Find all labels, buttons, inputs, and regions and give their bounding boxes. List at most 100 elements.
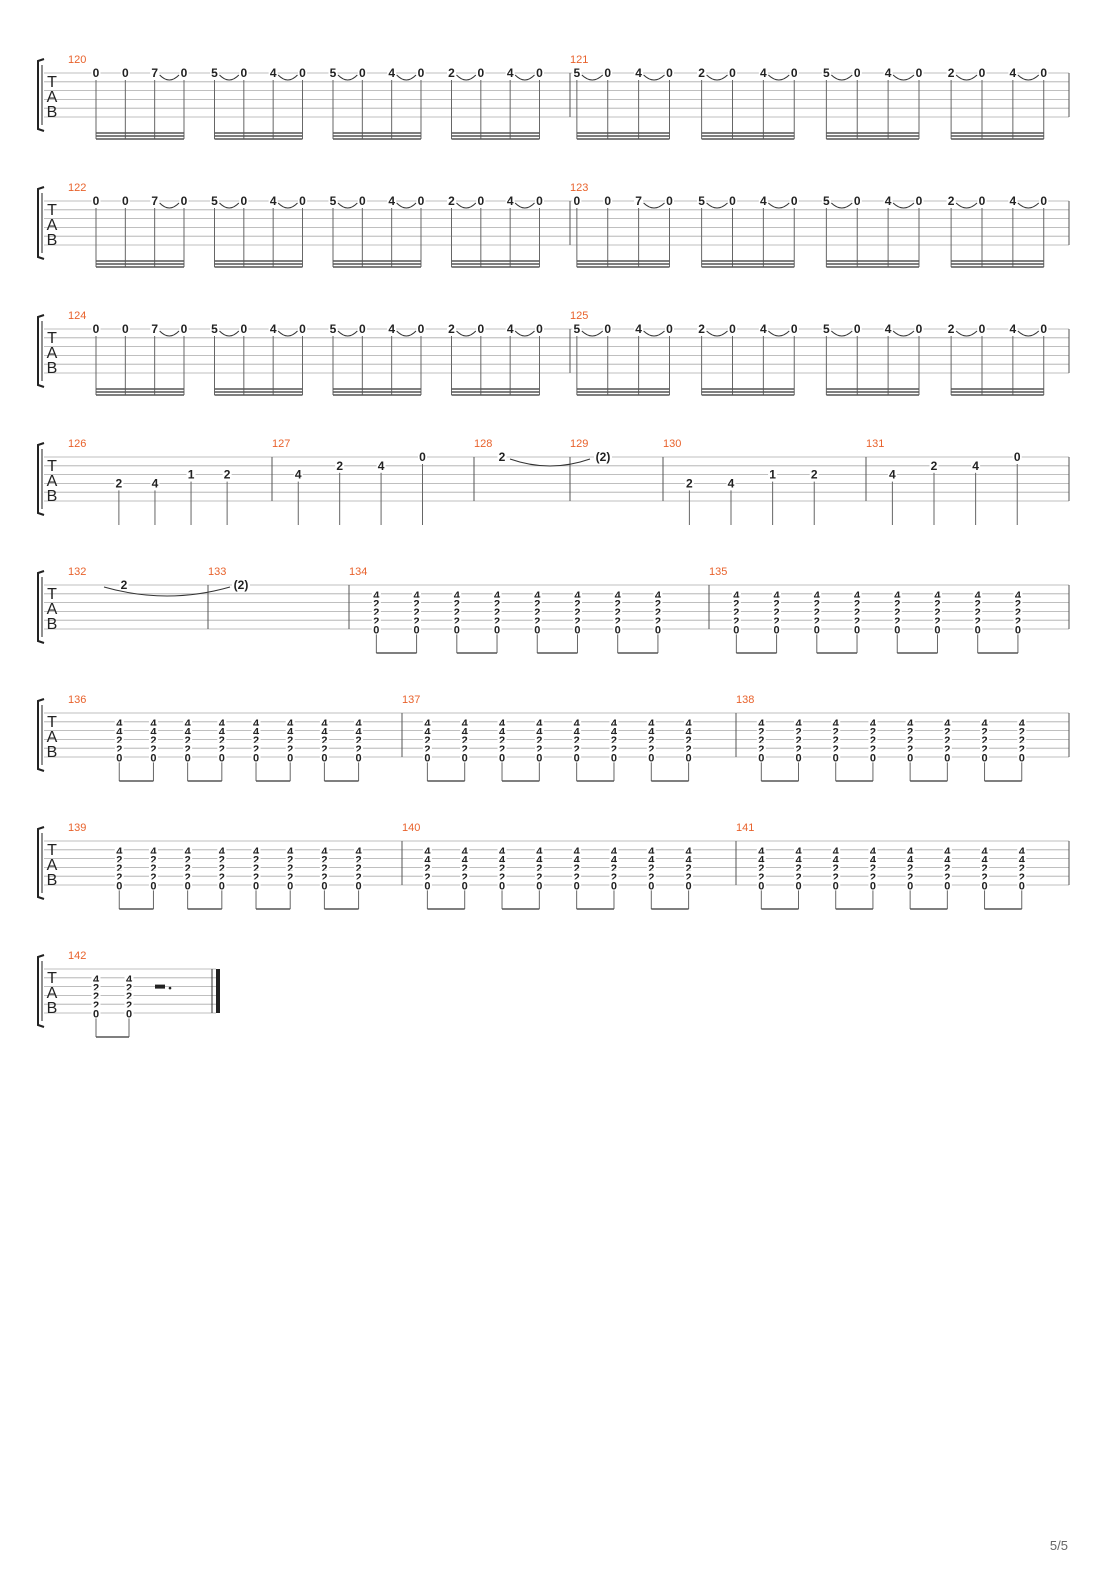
note-background	[697, 323, 707, 334]
note-background	[497, 845, 507, 856]
note-background	[239, 195, 249, 206]
note-background	[812, 606, 822, 618]
note-background	[148, 879, 158, 891]
tab-clef-letter: A	[47, 857, 58, 874]
fret-number: 2	[758, 735, 764, 747]
fret-number: 2	[150, 855, 156, 867]
note-background	[905, 725, 915, 737]
fret-number: 4	[499, 727, 506, 739]
note-background	[534, 717, 544, 728]
note-background	[412, 589, 422, 600]
staff-system	[37, 186, 1070, 268]
fret-number: 4	[219, 718, 226, 730]
note-background	[319, 734, 329, 746]
measure-number: 122	[68, 182, 86, 194]
note-background	[148, 862, 158, 874]
fret-number: 4	[152, 476, 159, 490]
note-background	[1039, 67, 1049, 78]
fret-number: 0	[1040, 322, 1047, 336]
fret-number: 4	[774, 590, 781, 602]
note-background	[251, 879, 261, 891]
note-background	[684, 725, 694, 737]
note-background	[497, 870, 507, 882]
tie-arc	[892, 202, 915, 209]
fret-number: 0	[648, 880, 654, 892]
tie-arc	[768, 74, 790, 81]
note-background	[852, 589, 862, 600]
fret-number: 0	[907, 752, 913, 764]
fret-number: 4	[814, 590, 821, 602]
note-background	[285, 725, 295, 737]
note-background	[492, 597, 502, 609]
note-background	[868, 717, 878, 728]
note-background	[868, 853, 878, 865]
note-background	[239, 67, 249, 78]
note-background	[977, 323, 987, 334]
note-background	[572, 195, 582, 206]
note-background	[609, 725, 619, 737]
note-background	[422, 742, 432, 754]
fret-number: 2	[499, 744, 505, 756]
fret-number: 0	[373, 624, 379, 636]
note-background	[532, 597, 542, 609]
note-background	[124, 981, 134, 993]
note-background	[534, 725, 544, 737]
note-background	[1017, 717, 1027, 728]
fret-number: 0	[979, 322, 986, 336]
note-background	[1039, 323, 1049, 334]
fret-number: 4	[185, 727, 192, 739]
tie-arc	[219, 330, 240, 337]
note-background	[497, 751, 507, 763]
fret-number: 2	[975, 607, 981, 619]
note-background	[371, 623, 381, 635]
note-background	[447, 323, 456, 334]
note-background	[210, 323, 219, 334]
fret-number: 4	[462, 727, 469, 739]
note-background	[91, 998, 101, 1010]
fret-number: 2	[944, 863, 950, 875]
measure-number: 140	[402, 822, 420, 834]
fret-number: 4	[972, 459, 979, 473]
fret-number: 0	[536, 194, 543, 208]
fret-number: 2	[424, 872, 430, 884]
note-background	[452, 589, 462, 600]
note-background	[664, 323, 674, 334]
tie-arc	[277, 74, 298, 81]
fret-number: 5	[823, 322, 830, 336]
note-background	[942, 870, 952, 882]
fret-number: 0	[240, 66, 247, 80]
note-background	[387, 323, 397, 334]
fret-number: 2	[321, 872, 327, 884]
fret-number: 5	[823, 194, 830, 208]
note-background	[756, 845, 766, 856]
fret-number: 4	[686, 718, 693, 730]
fret-number: 0	[574, 194, 581, 208]
fret-number: 2	[870, 727, 876, 739]
note-background	[905, 717, 915, 728]
tie-arc	[581, 74, 604, 81]
tie-arc	[219, 74, 240, 81]
tie-arc	[514, 330, 535, 337]
note-background	[532, 606, 542, 618]
note-background	[1017, 742, 1027, 754]
fret-number: 0	[419, 450, 426, 464]
fret-number: 4	[686, 727, 693, 739]
note-background	[91, 973, 101, 984]
note-background	[476, 67, 486, 78]
fret-number: 2	[219, 863, 225, 875]
fret-number: 0	[854, 194, 861, 208]
fret-number: 4	[758, 846, 765, 858]
note-background	[268, 323, 278, 334]
tie-arc	[277, 330, 298, 337]
fret-number: 2	[116, 863, 122, 875]
fret-number: 0	[477, 194, 484, 208]
fret-number: 2	[574, 863, 580, 875]
rest-dot	[168, 986, 172, 990]
fret-number: 4	[758, 718, 765, 730]
note-background	[794, 862, 804, 874]
fret-number: 4	[758, 855, 765, 867]
note-background	[868, 845, 878, 856]
fret-number: 2	[574, 616, 580, 628]
note-background	[831, 862, 841, 874]
fret-number: 4	[686, 846, 693, 858]
